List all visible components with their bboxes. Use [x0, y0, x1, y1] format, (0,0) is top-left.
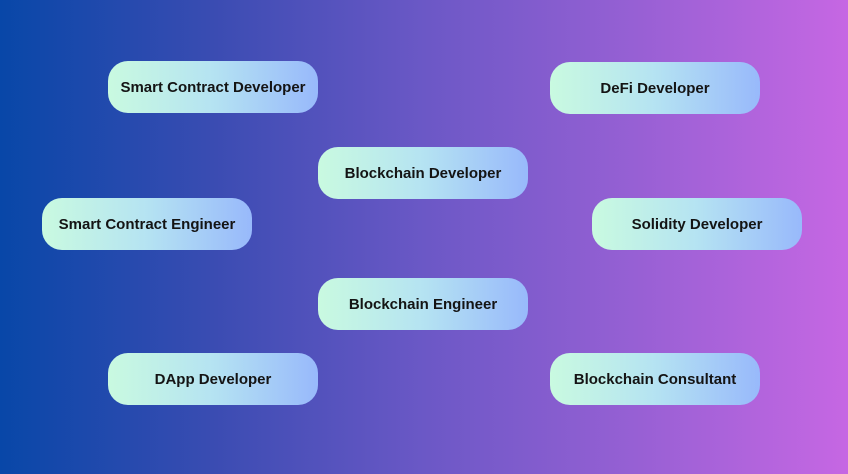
role-label: Smart Contract Developer — [120, 78, 306, 96]
role-label: Blockchain Engineer — [348, 295, 498, 313]
role-smart-contract-engineer: Smart Contract Engineer — [42, 198, 252, 250]
role-label: Blockchain Consultant — [573, 370, 737, 388]
role-label: Solidity Developer — [631, 215, 763, 233]
role-label: DeFi Developer — [600, 79, 710, 97]
role-dapp-developer: DApp Developer — [108, 353, 318, 405]
role-label: Blockchain Developer — [344, 164, 502, 182]
role-blockchain-consultant: Blockchain Consultant — [550, 353, 760, 405]
role-label: DApp Developer — [154, 370, 272, 388]
role-label: Smart Contract Engineer — [58, 215, 236, 233]
role-smart-contract-developer: Smart Contract Developer — [108, 61, 318, 113]
role-blockchain-developer: Blockchain Developer — [318, 147, 528, 199]
role-solidity-developer: Solidity Developer — [592, 198, 802, 250]
role-blockchain-engineer: Blockchain Engineer — [318, 278, 528, 330]
role-defi-developer: DeFi Developer — [550, 62, 760, 114]
